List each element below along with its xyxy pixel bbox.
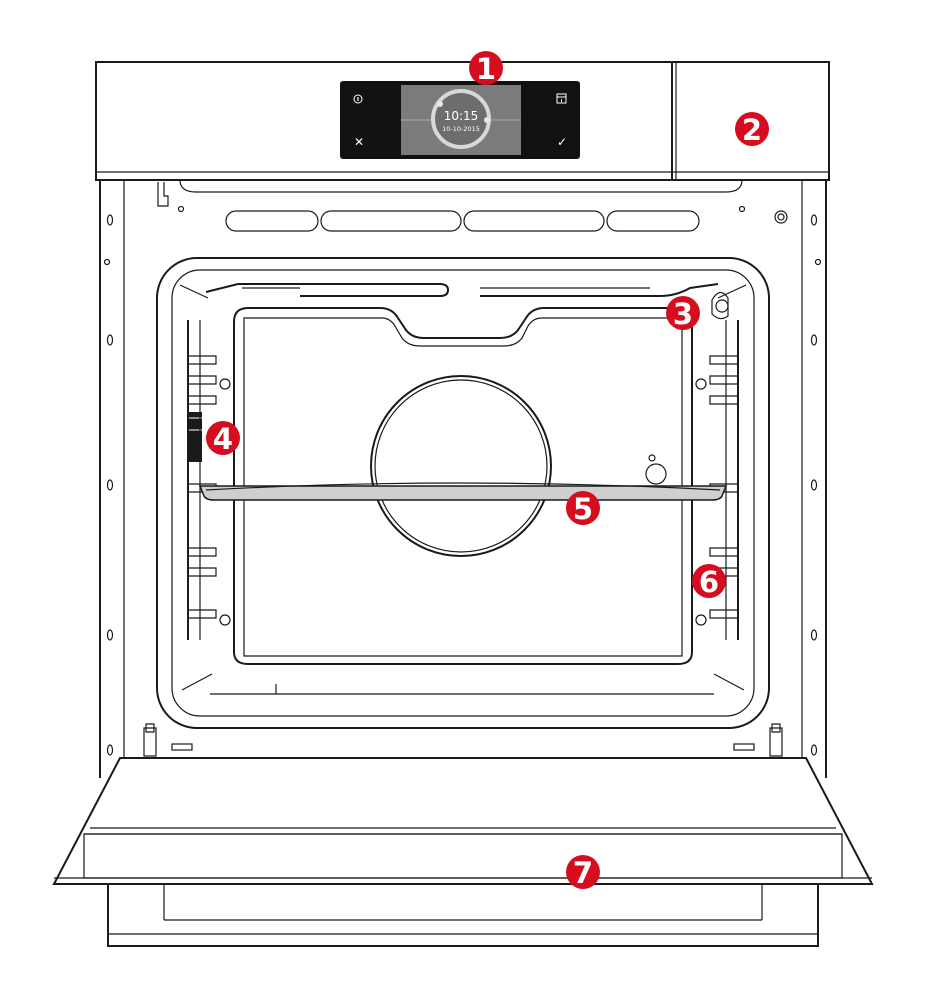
control-panel <box>95 61 830 181</box>
callout-marker <box>666 296 700 330</box>
callout-marker <box>206 421 240 455</box>
info-icon[interactable] <box>353 94 363 104</box>
callout-3: 3 <box>666 296 700 331</box>
callout-marker <box>566 855 600 889</box>
baking-tray <box>198 482 728 501</box>
oven-cavity <box>156 257 770 729</box>
callout-marker <box>692 564 726 598</box>
confirm-icon[interactable]: ✓ <box>557 135 567 149</box>
callout-1: 1 <box>469 51 503 86</box>
touch-display[interactable]: 10:15 10-10-2015 ✕ ✓ <box>340 81 580 159</box>
svg-text:7: 7 <box>573 856 593 890</box>
callout-6: 6 <box>692 564 726 599</box>
callout-2: 2 <box>735 112 769 147</box>
vent-slots <box>225 210 700 232</box>
svg-text:4: 4 <box>213 422 233 456</box>
oven-door[interactable] <box>52 757 874 947</box>
svg-text:3: 3 <box>673 297 693 331</box>
display-time: 10:15 <box>444 109 479 123</box>
cancel-icon[interactable]: ✕ <box>354 135 364 149</box>
oven-frame <box>99 179 827 778</box>
callout-marker <box>735 112 769 146</box>
svg-text:5: 5 <box>573 492 593 526</box>
callout-5: 5 <box>566 491 600 526</box>
shelf-support-left <box>187 320 231 640</box>
callout-4: 4 <box>206 421 240 456</box>
door-hinges <box>143 723 783 757</box>
callouts: 1 2 3 4 5 6 7 <box>206 51 769 890</box>
display-date: 10-10-2015 <box>442 125 480 133</box>
svg-text:1: 1 <box>476 52 496 86</box>
svg-text:6: 6 <box>699 565 719 599</box>
timer-icon[interactable] <box>556 93 567 104</box>
callout-marker <box>566 491 600 525</box>
svg-text:2: 2 <box>742 113 762 147</box>
temperature-sensor <box>711 291 729 320</box>
callout-7: 7 <box>566 855 600 890</box>
callout-marker <box>469 51 503 85</box>
probe-socket <box>645 454 667 485</box>
